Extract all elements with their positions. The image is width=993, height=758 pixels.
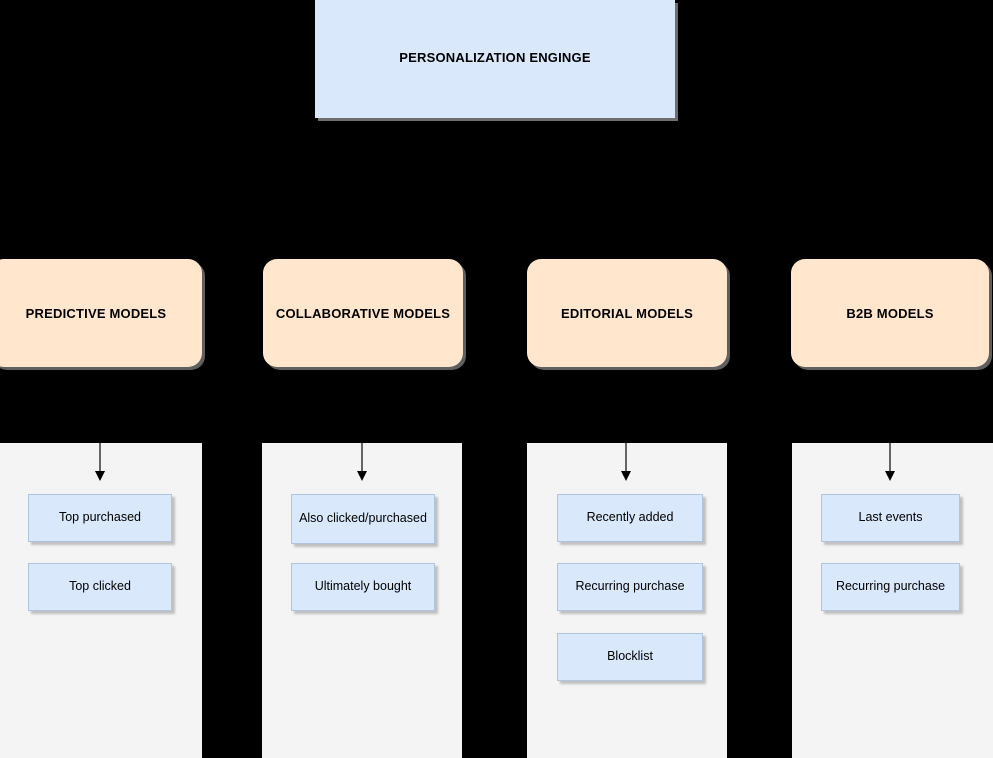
leaf-node[interactable]: Blocklist — [557, 633, 703, 681]
leaf-node[interactable]: Top clicked — [28, 563, 172, 611]
model-node-editorial-label: EDITORIAL MODELS — [560, 306, 693, 321]
personalization-engine-label: PERSONALIZATION ENGINGE — [399, 50, 591, 65]
model-node-collaborative-label: COLLABORATIVE MODELS — [275, 306, 451, 321]
model-node-b2b[interactable]: B2B MODELS — [791, 259, 989, 367]
model-node-predictive-label: PREDICTIVE MODELS — [25, 306, 167, 321]
arrow-head — [885, 471, 895, 481]
arrow-down-icon-collaborative — [356, 443, 368, 483]
arrow-shaft — [99, 443, 101, 473]
arrow-head — [357, 471, 367, 481]
arrow-shaft — [889, 443, 891, 473]
leaf-node[interactable]: Also clicked/purchased — [291, 494, 435, 544]
arrow-head — [621, 471, 631, 481]
leaf-node[interactable]: Last events — [821, 494, 960, 542]
arrow-down-icon-editorial — [620, 443, 632, 483]
leaf-node[interactable]: Top purchased — [28, 494, 172, 542]
arrow-down-icon-b2b — [884, 443, 896, 483]
model-node-collaborative[interactable]: COLLABORATIVE MODELS — [263, 259, 463, 367]
personalization-engine-node[interactable]: PERSONALIZATION ENGINGE — [315, 0, 675, 118]
leaf-node[interactable]: Recurring purchase — [821, 563, 960, 611]
arrow-head — [95, 471, 105, 481]
leaf-node[interactable]: Ultimately bought — [291, 563, 435, 611]
arrow-down-icon-predictive — [94, 443, 106, 483]
arrow-shaft — [361, 443, 363, 473]
arrow-shaft — [625, 443, 627, 473]
model-node-b2b-label: B2B MODELS — [846, 306, 934, 321]
model-node-editorial[interactable]: EDITORIAL MODELS — [527, 259, 727, 367]
leaf-node[interactable]: Recently added — [557, 494, 703, 542]
leaf-node[interactable]: Recurring purchase — [557, 563, 703, 611]
model-node-predictive[interactable]: PREDICTIVE MODELS — [0, 259, 202, 367]
